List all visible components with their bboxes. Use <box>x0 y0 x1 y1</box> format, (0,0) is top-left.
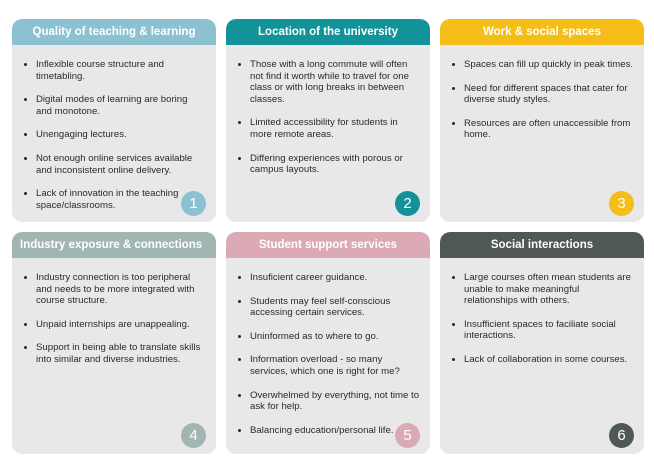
list-item: Students may feel self-conscious accessi… <box>236 296 420 319</box>
bullet-icon <box>24 133 27 137</box>
list-item: Uninformed as to where to go. <box>236 331 420 343</box>
list-item: Not enough online services available and… <box>22 153 206 176</box>
list-item-text: Overwhelmed by everything, not time to a… <box>250 389 420 413</box>
list-item-text: Limited accessibility for students in mo… <box>250 117 398 140</box>
bullet-icon <box>24 63 27 66</box>
list-item-text: Not enough online services available and… <box>36 152 193 176</box>
list-item: Digital modes of learning are boring and… <box>22 94 206 117</box>
bullet-icon <box>238 358 241 362</box>
list-item-text: Industry connection is too peripheral an… <box>36 272 195 307</box>
bullet-icon <box>452 322 455 326</box>
bullet-icon <box>452 276 455 279</box>
bullet-icon <box>24 276 27 279</box>
list-item-text: Resources are often unaccessible from ho… <box>464 117 631 141</box>
list-item-text: Students may feel self-conscious accessi… <box>250 295 391 319</box>
card-number-badge: 4 <box>181 423 206 448</box>
list-item: Unpaid internships are unappealing. <box>22 319 206 331</box>
list-item: Inflexible course structure and timetabl… <box>22 59 206 82</box>
list-item-text: Unengaging lectures. <box>36 129 127 141</box>
list-item: Spaces can fill up quickly in peak times… <box>450 59 634 71</box>
list-item: Lack of collaboration in some courses. <box>450 354 634 366</box>
card-issue-list: Industry connection is too peripheral an… <box>12 258 216 366</box>
card-number-badge: 6 <box>609 423 634 448</box>
bullet-icon <box>238 393 241 397</box>
list-item: Those with a long commute will often not… <box>236 59 420 105</box>
list-item: Overwhelmed by everything, not time to a… <box>236 390 420 413</box>
bullet-icon <box>24 192 27 196</box>
list-item-text: Spaces can fill up quickly in peak times… <box>464 59 634 70</box>
list-item: Resources are often unaccessible from ho… <box>450 118 634 141</box>
bullet-icon <box>238 299 241 303</box>
list-item: Limited accessibility for students in mo… <box>236 117 420 140</box>
list-item: Differing experiences with porous or cam… <box>236 153 420 176</box>
card-title: Work & social spaces <box>440 19 644 45</box>
list-item-text: Need for different spaces that cater for… <box>464 82 628 106</box>
card-issue-list: Those with a long commute will often not… <box>226 45 430 176</box>
list-item: Industry connection is too peripheral an… <box>22 272 206 307</box>
list-item-text: Balancing education/personal life. <box>250 424 394 436</box>
list-item: Need for different spaces that cater for… <box>450 83 634 106</box>
list-item-text: Unpaid internships are unappealing. <box>36 318 190 330</box>
card-issue-list: Large courses often mean students are un… <box>440 258 644 366</box>
bullet-icon <box>238 156 241 160</box>
card-number-badge: 3 <box>609 191 634 216</box>
bullet-icon <box>452 86 455 90</box>
card-number-badge: 2 <box>395 191 420 216</box>
list-item-text: Support in being able to translate skill… <box>36 342 201 365</box>
bullet-icon <box>238 334 241 338</box>
bullet-icon <box>452 63 455 66</box>
list-item-text: Differing experiences with porous or cam… <box>250 152 403 176</box>
list-item-text: Inflexible course structure and timetabl… <box>36 59 164 82</box>
list-item: Lack of innovation in the teaching space… <box>22 188 206 211</box>
bullet-icon <box>24 98 27 102</box>
list-item-text: Large courses often mean students are un… <box>464 272 631 307</box>
list-item-text: Lack of collaboration in some courses. <box>464 353 628 365</box>
list-item-text: Uninformed as to where to go. <box>250 330 379 342</box>
bullet-icon <box>452 121 455 125</box>
card-title: Industry exposure & connections <box>12 232 216 258</box>
list-item: Insufficient spaces to faciliate social … <box>450 319 634 342</box>
card-title: Student support services <box>226 232 430 258</box>
list-item: Information overload - so many services,… <box>236 354 420 377</box>
card-issue-list: Inflexible course structure and timetabl… <box>12 45 216 211</box>
bullet-icon <box>24 322 27 326</box>
bullet-icon <box>238 121 241 125</box>
card-issue-list: Spaces can fill up quickly in peak times… <box>440 45 644 141</box>
list-item: Support in being able to translate skill… <box>22 342 206 365</box>
bullet-icon <box>238 63 241 66</box>
list-item-text: Lack of innovation in the teaching space… <box>36 188 179 211</box>
card-title: Location of the university <box>226 19 430 45</box>
list-item-text: Insufficient spaces to faciliate social … <box>464 318 616 342</box>
bullet-icon <box>238 428 241 432</box>
list-item: Insuficient career guidance. <box>236 272 420 284</box>
list-item-text: Digital modes of learning are boring and… <box>36 94 188 117</box>
bullet-icon <box>24 156 27 160</box>
card-title: Quality of teaching & learning <box>12 19 216 45</box>
bullet-icon <box>452 357 455 361</box>
card-number-badge: 1 <box>181 191 206 216</box>
card-number-badge: 5 <box>395 423 420 448</box>
card-issue-list: Insuficient career guidance. Students may… <box>226 258 430 436</box>
card-title: Social interactions <box>440 232 644 258</box>
list-item: Unengaging lectures. <box>22 129 206 141</box>
list-item-text: Insuficient career guidance. <box>250 272 368 283</box>
bullet-icon <box>24 346 27 350</box>
list-item: Balancing education/personal life. <box>236 425 420 437</box>
list-item-text: Those with a long commute will often not… <box>250 59 409 105</box>
list-item-text: Information overload - so many services,… <box>250 354 400 377</box>
list-item: Large courses often mean students are un… <box>450 272 634 307</box>
bullet-icon <box>238 276 241 279</box>
